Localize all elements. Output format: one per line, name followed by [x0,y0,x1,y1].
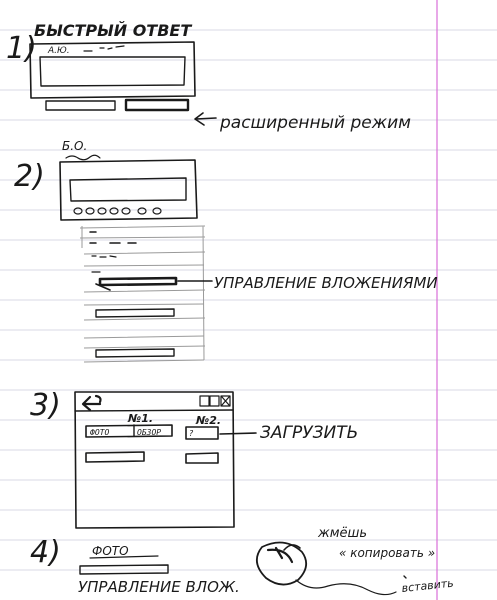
step3-number: 3) [30,388,61,423]
step2-panel-marks [89,231,137,273]
step1-button-advanced [124,98,190,112]
step3-window-controls [199,395,231,407]
step3-browse-label: ОБЗОР [137,428,161,437]
step3-window-frame [74,391,235,529]
step4-input-bar [79,564,169,575]
step2-bar-underline [95,283,111,291]
paper-rules [0,29,497,571]
step3-upload-row-1 [85,451,145,463]
step2-title-squiggle [65,154,101,161]
step4-paste-dot [403,575,407,579]
step3-title-bar-line [74,409,234,412]
step1-field-caption: А.Ю. [47,46,70,56]
step3-sketch: 3) №1. №2. ФОТО ОБЗОР ? ЗАГРУЗИТЬ [30,388,358,529]
step3-photo-label: ФОТО [90,428,109,437]
mouse-icon [256,541,397,596]
step2-attachment-bar-2 [95,348,175,358]
step4-manage-label: УПРАВЛЕНИЕ ВЛОЖ. [78,578,240,596]
step4-photo-label: ФОТО [92,544,129,558]
step1-annotation: расширенный режим [219,113,411,133]
step3-upload-row-2 [185,452,219,464]
step3-col1-number: №1. [127,412,153,425]
step1-arrow [194,112,217,126]
step3-col2-number: №2. [195,414,221,427]
step2-attachment-bar-1 [95,308,175,318]
step1-caption-dashes [83,45,125,52]
step2-annotation: УПРАВЛЕНИЕ ВЛОЖЕНИЯМИ [214,274,438,292]
step3-slot2-mark: ? [189,429,194,438]
step3-annotation: ЗАГРУЗИТЬ [260,423,358,443]
step2-manage-attachments-bar [98,276,178,287]
step4-mouse-copy-note: « копировать » [339,546,435,560]
step2-window-frame [59,159,198,221]
step2-toolbar-dots [73,207,162,215]
step2-title: Б.О. [62,139,87,153]
step4-photo-underline [89,555,159,559]
back-arrow-icon [81,394,102,412]
step1-button-left [45,100,116,111]
step1-number: 1) [6,31,37,66]
step4-sketch: 4) ФОТО УПРАВЛЕНИЕ ВЛОЖ. жмёшь « копиров… [30,526,454,596]
step1-input-field [39,56,186,87]
step2-sketch: 2) Б.О. [14,139,438,363]
step1-title: БЫСТРЫЙ ОТВЕТ [34,21,192,40]
step4-mouse-press-note: жмёшь [317,526,367,541]
step4-mouse-paste-note: вставить [401,577,454,595]
step4-number: 4) [30,535,61,570]
step1-window-frame [29,41,196,99]
step3-file-field-1 [85,424,173,438]
step2-input-field [69,177,187,202]
step2-number: 2) [14,159,45,194]
close-icon [221,396,230,406]
step1-sketch: 1) БЫСТРЫЙ ОТВЕТ А.Ю. расширенный режим [6,21,411,133]
step3-file-field-2 [185,426,219,440]
step3-arrow [219,432,257,435]
step2-attachments-panel [79,225,206,363]
